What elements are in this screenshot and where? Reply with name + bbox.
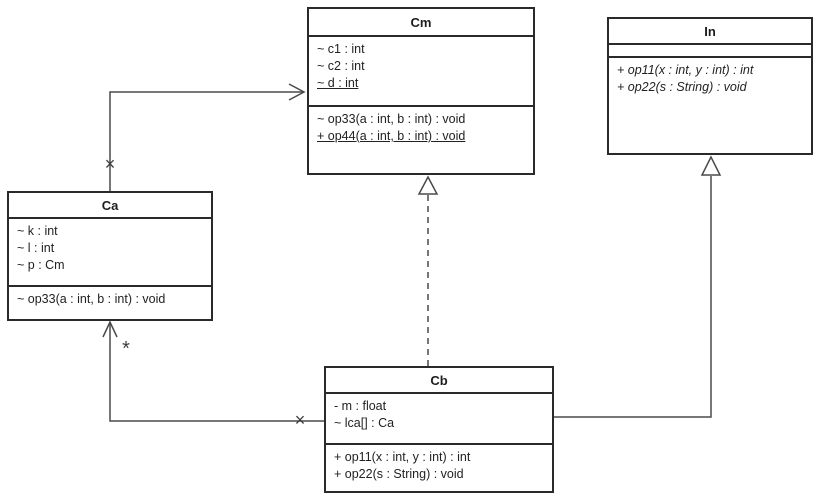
attribute-row-static: ~ d : int xyxy=(317,76,359,90)
navigability-arrowhead-icon xyxy=(288,83,306,101)
attribute-row: ~ c1 : int xyxy=(317,42,365,56)
attributes-compartment: ~ c1 : int ~ c2 : int ~ d : int xyxy=(309,35,533,105)
hollow-triangle-icon xyxy=(700,155,722,176)
generalization-cb-to-in[interactable] xyxy=(554,155,722,418)
operation-row-static: + op44(a : int, b : int) : void xyxy=(317,129,466,143)
operation-row-abstract: + op11(x : int, y : int) : int xyxy=(617,63,754,77)
multiplicity-label: * xyxy=(122,338,130,360)
navigability-arrowhead-icon xyxy=(102,320,118,338)
class-title: Cb xyxy=(430,372,448,388)
class-box-in[interactable]: In + op11(x : int, y : int) : int + op22… xyxy=(607,17,813,155)
attribute-row: ~ k : int xyxy=(17,224,58,238)
attribute-row: ~ c2 : int xyxy=(317,59,365,73)
operations-compartment: + op11(x : int, y : int) : int + op22(s … xyxy=(326,443,552,491)
operation-row: ~ op33(a : int, b : int) : void xyxy=(317,112,466,126)
association-ca-to-cm[interactable] xyxy=(109,83,306,191)
class-box-cb[interactable]: Cb - m : float ~ lca[] : Ca + op11(x : i… xyxy=(324,366,554,493)
attributes-compartment-empty xyxy=(609,43,811,56)
realization-cb-to-cm[interactable] xyxy=(417,175,439,366)
attribute-row: ~ p : Cm xyxy=(17,258,65,272)
operations-compartment: + op11(x : int, y : int) : int + op22(s … xyxy=(609,56,811,153)
operations-compartment: ~ op33(a : int, b : int) : void xyxy=(9,285,211,319)
operations-compartment: ~ op33(a : int, b : int) : void + op44(a… xyxy=(309,105,533,173)
class-box-ca[interactable]: Ca ~ k : int ~ l : int ~ p : Cm ~ op33(a… xyxy=(7,191,213,321)
operation-row: + op22(s : String) : void xyxy=(334,467,464,481)
operation-row: + op11(x : int, y : int) : int xyxy=(334,450,471,464)
operation-row-abstract: + op22(s : String) : void xyxy=(617,80,747,94)
class-title: Ca xyxy=(101,197,119,213)
non-navigable-cross-icon: × xyxy=(104,154,116,174)
association-cb-to-ca[interactable] xyxy=(102,320,324,422)
hollow-triangle-icon xyxy=(417,175,439,195)
attribute-row: ~ lca[] : Ca xyxy=(334,416,395,430)
class-box-cm[interactable]: Cm ~ c1 : int ~ c2 : int ~ d : int ~ op3… xyxy=(307,7,535,175)
attribute-row: ~ l : int xyxy=(17,241,55,255)
attributes-compartment: - m : float ~ lca[] : Ca xyxy=(326,392,552,443)
class-title: Cm xyxy=(410,14,432,30)
non-navigable-cross-icon: × xyxy=(294,410,306,430)
operation-row: ~ op33(a : int, b : int) : void xyxy=(17,292,166,306)
attribute-row: - m : float xyxy=(334,399,387,413)
class-title: In xyxy=(704,23,716,39)
attributes-compartment: ~ k : int ~ l : int ~ p : Cm xyxy=(9,217,211,285)
